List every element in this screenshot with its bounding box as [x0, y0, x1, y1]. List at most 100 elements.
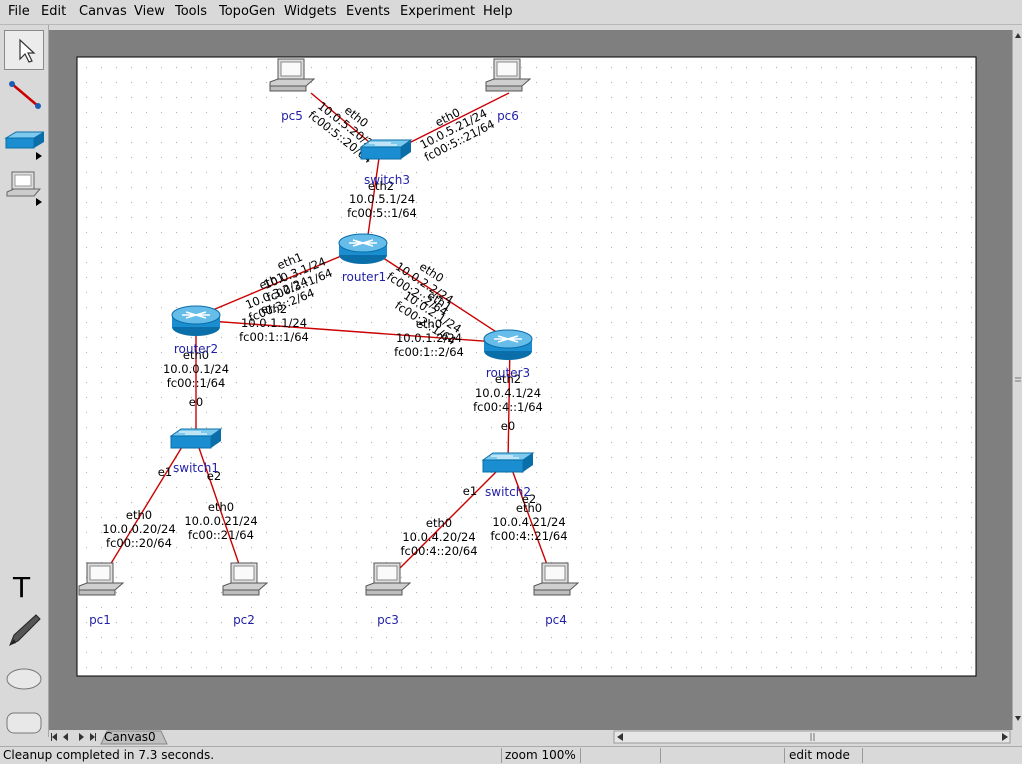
- scroll-down-icon[interactable]: [1015, 716, 1021, 721]
- switch2-label: switch2: [485, 485, 531, 499]
- text-icon: T: [12, 571, 31, 604]
- switch1-label: switch1: [173, 461, 219, 475]
- router2-eth2-ipv4-label: 10.0.1.1/24: [241, 316, 307, 330]
- link-router1-router3[interactable]: [364, 245, 511, 342]
- pc1-label: pc1: [89, 613, 111, 627]
- scroll-left-icon[interactable]: [617, 733, 623, 741]
- router2-eth2-iface-label: eth2: [261, 302, 287, 316]
- freeform-tool-button[interactable]: [4, 611, 44, 651]
- link-switch2-pc4[interactable]: [510, 466, 550, 571]
- link-router3-switch2[interactable]: [507, 342, 511, 464]
- tab-prev-icon[interactable]: [63, 733, 68, 741]
- switch1-e2-label: e2: [207, 469, 221, 483]
- router3-eth0-iface-label: eth0: [416, 317, 442, 331]
- text-tool-button[interactable]: T: [4, 565, 44, 605]
- menu-canvas[interactable]: Canvas: [79, 4, 127, 19]
- canvas0-tab-label: Canvas0: [104, 730, 156, 744]
- links: [106, 92, 550, 574]
- vertical-scrollbar-arrows: [1015, 33, 1021, 721]
- pc4-iface-label: eth0: [516, 501, 542, 515]
- pc-icon: [6, 171, 42, 206]
- vertical-scrollbar[interactable]: [1012, 30, 1022, 730]
- router3-eth2-iface-label: eth2: [495, 372, 521, 386]
- switch3-label: switch3: [364, 173, 410, 187]
- router1-eth2-ipv6-label: fc00:5::1/64: [347, 206, 417, 220]
- pc2-label: pc2: [233, 613, 255, 627]
- node-pc1[interactable]: pc1: [78, 562, 124, 627]
- node-switch1[interactable]: switch1: [170, 428, 222, 475]
- router2-eth0-ipv6-label: fc00::1/64: [167, 376, 226, 390]
- canvas-grid: [77, 57, 976, 676]
- topology-canvas[interactable]: eth0 10.0.5.20/24 fc00:5::20/64 eth0 10.…: [49, 30, 1012, 730]
- tab-last-icon[interactable]: [90, 733, 95, 741]
- canvas0-tab[interactable]: [100, 730, 168, 745]
- pc1-ipv6-label: fc00::20/64: [106, 536, 172, 550]
- node-router3[interactable]: router3: [483, 329, 533, 380]
- node-pc5[interactable]: pc5: [269, 58, 315, 123]
- node-router1[interactable]: router1: [338, 233, 388, 284]
- switch2-e1-label: e1: [463, 484, 477, 498]
- router2-eth0-iface-label: eth0: [183, 348, 209, 362]
- link-pc6-switch3[interactable]: [398, 92, 510, 149]
- rectangle-tool-button[interactable]: [4, 701, 44, 741]
- pc2-iface-label: eth0: [208, 500, 234, 514]
- mode-indicator: edit mode: [789, 748, 850, 762]
- router1-icon: [338, 233, 388, 265]
- select-tool-button[interactable]: [4, 30, 44, 70]
- menu-file[interactable]: File: [8, 4, 30, 19]
- pc3-iface-label: eth0: [426, 516, 452, 530]
- switch2-e2-label: e2: [522, 492, 536, 506]
- menu-view[interactable]: View: [134, 4, 165, 19]
- pc1-ipv4-label: 10.0.0.20/24: [102, 522, 175, 536]
- oval-icon: [6, 668, 42, 690]
- scroll-right-icon[interactable]: [1002, 733, 1008, 741]
- pc6-label: pc6: [497, 109, 519, 123]
- oval-tool-button[interactable]: [4, 657, 44, 697]
- menu-topogen[interactable]: TopoGen: [219, 4, 276, 19]
- node-pc2[interactable]: pc2: [222, 562, 268, 627]
- node-pc4[interactable]: pc4: [533, 562, 579, 627]
- menu-experiment[interactable]: Experiment: [400, 4, 476, 19]
- pc3-ipv6-label: fc00:4::20/64: [400, 544, 477, 558]
- canvas-tab-bar: Canvas0: [49, 730, 1022, 745]
- link-switch3-router1[interactable]: [366, 157, 380, 243]
- link-router2-router3[interactable]: [195, 319, 511, 344]
- rectangle-icon: [6, 712, 42, 734]
- scroll-up-icon[interactable]: [1015, 33, 1021, 38]
- link-layer-tool-button[interactable]: [4, 168, 44, 208]
- pen-icon: [9, 614, 41, 647]
- menu-tools[interactable]: Tools: [175, 4, 208, 19]
- link-switch1-pc1[interactable]: [106, 441, 186, 571]
- node-pc3[interactable]: pc3: [365, 562, 411, 627]
- link-switch1-pc2[interactable]: [196, 441, 242, 571]
- pointer-icon: [19, 38, 36, 63]
- link-switch2-pc3[interactable]: [394, 466, 502, 574]
- switch2-e0-label: e0: [501, 419, 515, 433]
- horizontal-scrollbar[interactable]: [613, 730, 1011, 744]
- menu-edit[interactable]: Edit: [41, 4, 67, 19]
- link-tool-button[interactable]: [4, 76, 44, 116]
- router1-eth2-ipv4-label: 10.0.5.1/24: [349, 192, 415, 206]
- router1-eth2-iface-label: eth2: [368, 179, 394, 193]
- tab-bar-controls: [51, 730, 1011, 745]
- status-bar: Cleanup completed in 7.3 seconds. zoom 1…: [0, 746, 1022, 764]
- router2-icon: [171, 305, 221, 337]
- switch1-e1-label: e1: [158, 465, 172, 479]
- menu-events[interactable]: Events: [346, 4, 391, 19]
- switch1-icon: [170, 428, 222, 449]
- node-router2[interactable]: router2: [171, 305, 221, 356]
- node-switch3[interactable]: switch3: [360, 139, 412, 187]
- switch-icon: [4, 131, 46, 160]
- canvas-viewport: eth0 10.0.5.20/24 fc00:5::20/64 eth0 10.…: [49, 30, 1012, 730]
- switch2-icon: [482, 452, 534, 473]
- link-router1-router2[interactable]: [195, 245, 366, 318]
- link-pc5-switch3[interactable]: [310, 92, 376, 148]
- menu-help[interactable]: Help: [483, 4, 513, 19]
- network-layer-tool-button[interactable]: [4, 122, 46, 162]
- tab-first-icon[interactable]: [52, 733, 57, 741]
- tab-next-icon[interactable]: [79, 733, 84, 741]
- menu-widgets[interactable]: Widgets: [284, 4, 337, 19]
- node-pc6[interactable]: pc6: [485, 58, 531, 123]
- router3-icon: [483, 329, 533, 361]
- node-switch2[interactable]: switch2: [482, 452, 534, 499]
